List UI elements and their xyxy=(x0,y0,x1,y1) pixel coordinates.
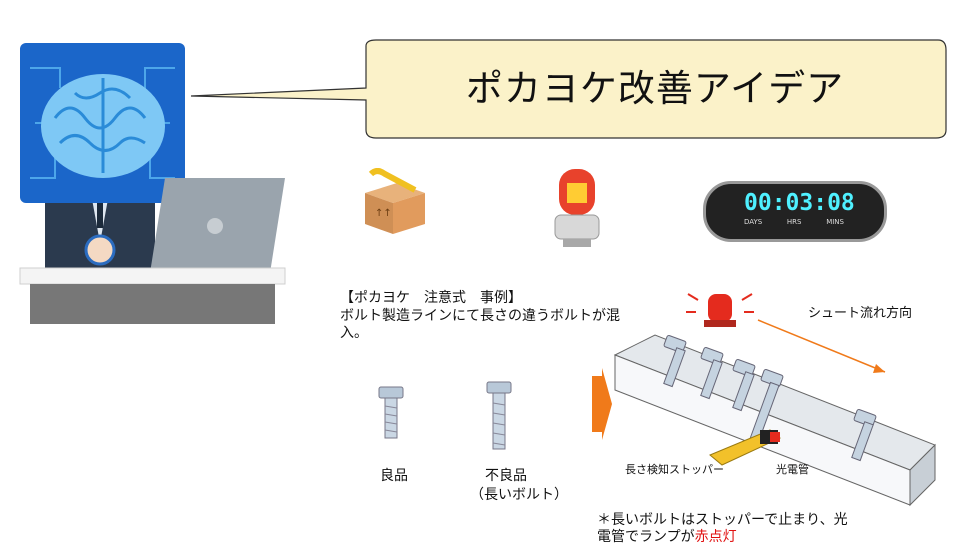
sensor-label: 光電管 xyxy=(776,463,809,476)
timer-display: 00:03:08 DAYS HRS MINS xyxy=(703,181,887,242)
warning-light-icon xyxy=(554,169,600,247)
note-line-2-text: 電管でランプが xyxy=(597,529,695,545)
example-description: ボルト製造ラインにて長さの違うボルトが混入。 xyxy=(340,308,620,341)
timer-unit-mins: MINS xyxy=(826,218,844,226)
good-bolt-icon xyxy=(378,386,404,439)
package-icon: ↑↑ xyxy=(365,168,425,234)
note-line-2: 電管でランプが赤点灯 xyxy=(597,529,927,546)
bad-label: 不良品 xyxy=(485,468,527,484)
timer-unit-days: DAYS xyxy=(744,218,763,226)
speech-callout xyxy=(190,39,947,139)
note-line-1: ＊長いボルトはストッパーで止まり、光 xyxy=(597,512,848,528)
example-heading: 【ポカヨケ 注意式 事例】 xyxy=(340,290,522,306)
note-text: ＊長いボルトはストッパーで止まり、光 電管でランプが赤点灯 xyxy=(597,512,927,546)
bad-bolt-icon xyxy=(486,381,512,450)
chute-direction-label: シュート流れ方向 xyxy=(808,306,913,321)
note-red-text: 赤点灯 xyxy=(694,529,737,545)
svg-text:↑↑: ↑↑ xyxy=(375,208,392,219)
timer-unit-hrs: HRS xyxy=(786,218,802,226)
timer-digits: 00:03:08 xyxy=(744,190,855,216)
page-title: ポカヨケ改善アイデア xyxy=(465,67,845,110)
arrow-right-icon xyxy=(592,368,612,440)
brain-character-illustration xyxy=(19,43,286,324)
bad-sublabel: （長いボルト） xyxy=(470,487,568,503)
stopper-label: 長さ検知ストッパー xyxy=(625,463,724,476)
good-label: 良品 xyxy=(380,468,408,484)
chute-diagram xyxy=(613,293,936,507)
